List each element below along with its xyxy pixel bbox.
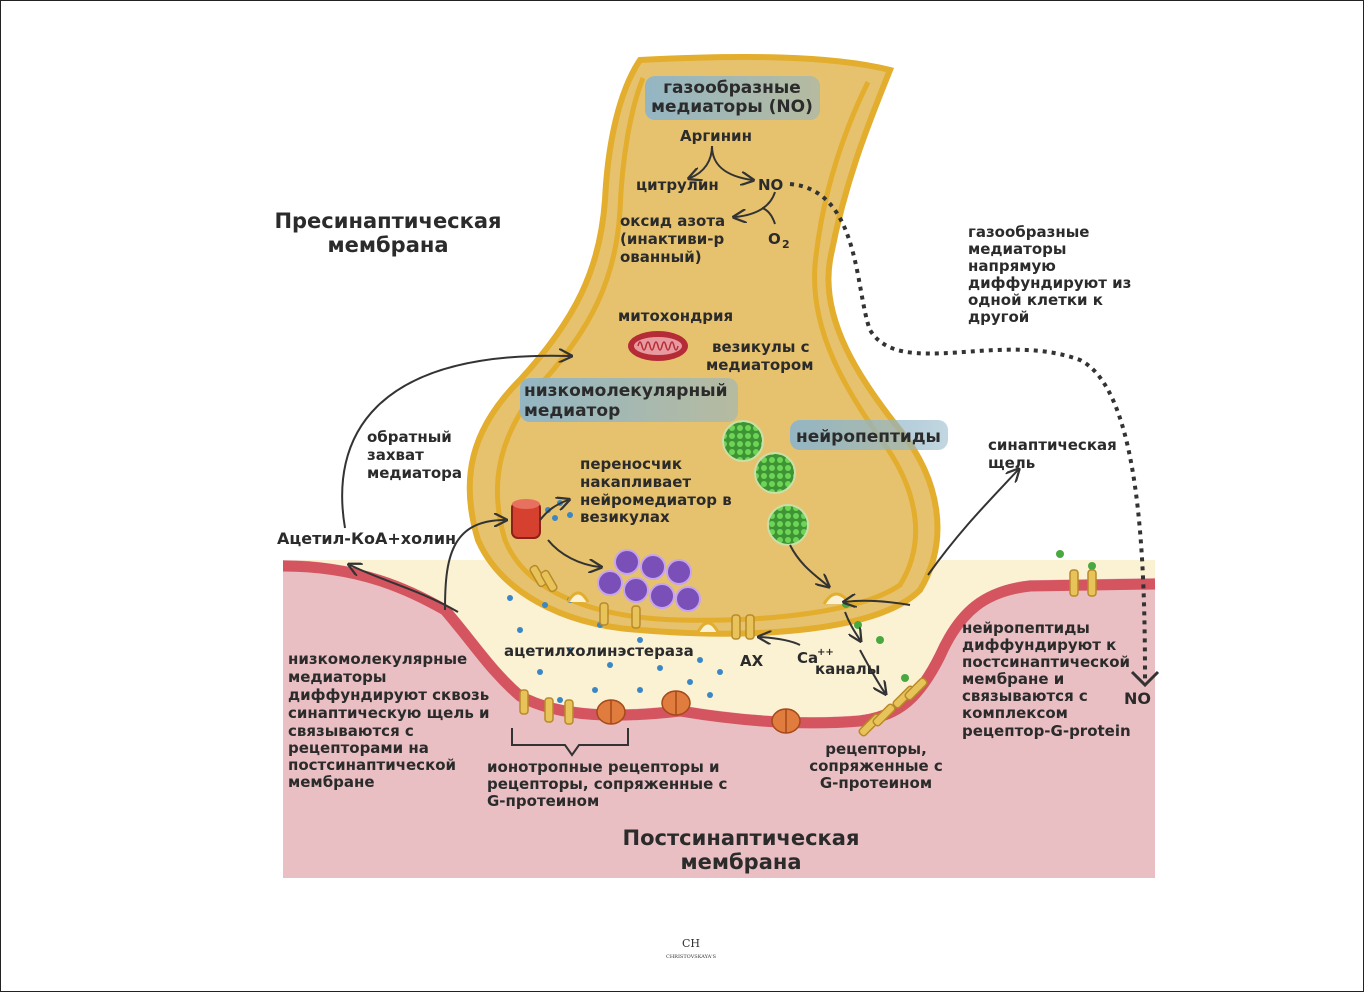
neuropeptide-vesicles bbox=[722, 420, 809, 546]
svg-text:синаптическую щель и: синаптическую щель и bbox=[288, 704, 490, 722]
svg-text:связываются с: связываются с bbox=[962, 687, 1088, 705]
svg-text:везикулах: везикулах bbox=[580, 508, 670, 526]
tag-low-molecular-bg bbox=[520, 378, 738, 422]
svg-text:рецепторами на: рецепторами на bbox=[288, 739, 429, 757]
svg-text:цитрулин: цитрулин bbox=[636, 176, 719, 194]
label-g-receptors: рецепторы, сопряженные с G-протеином bbox=[809, 740, 943, 792]
svg-text:связываются с: связываются с bbox=[288, 722, 414, 740]
svg-text:G-протеином: G-протеином bbox=[487, 792, 599, 810]
svg-text:рецептор-G-protein: рецептор-G-protein bbox=[962, 722, 1131, 740]
svg-text:постсинаптической: постсинаптической bbox=[962, 653, 1130, 671]
svg-text:каналы: каналы bbox=[815, 660, 880, 678]
no-arrowhead bbox=[1130, 670, 1160, 688]
process-arrows bbox=[341, 356, 1018, 757]
label-acetyl-coa: Ацетил-КоА+холин bbox=[277, 529, 456, 548]
label-no-post: NO bbox=[1124, 689, 1151, 708]
synaptic-cleft-area bbox=[283, 560, 1155, 717]
label-ionotropic: ионотропные рецепторы и рецепторы, сопря… bbox=[487, 758, 727, 810]
svg-text:щель: щель bbox=[988, 454, 1035, 472]
svg-text:другой: другой bbox=[968, 308, 1029, 326]
svg-text:ованный): ованный) bbox=[620, 248, 702, 266]
svg-text:медиатор: медиатор bbox=[524, 401, 620, 421]
title-postsynaptic: Постсинаптическая мембрана bbox=[623, 826, 860, 874]
svg-text:газообразные: газообразные bbox=[663, 78, 801, 98]
svg-text:Постсинаптическая: Постсинаптическая bbox=[623, 826, 860, 850]
svg-text:NO: NO bbox=[758, 176, 783, 194]
svg-text:++: ++ bbox=[817, 647, 834, 658]
svg-text:нейромедиатор в: нейромедиатор в bbox=[580, 491, 732, 509]
svg-text:везикулы с: везикулы с bbox=[712, 338, 810, 356]
svg-text:мембране и: мембране и bbox=[962, 670, 1064, 688]
svg-text:диффундируют сквозь: диффундируют сквозь bbox=[288, 686, 489, 704]
label-vesicles: везикулы с медиатором bbox=[706, 338, 813, 374]
svg-text:медиаторы (NO): медиаторы (NO) bbox=[651, 97, 813, 117]
svg-text:переносчик: переносчик bbox=[580, 455, 682, 473]
svg-text:Пресинаптическая: Пресинаптическая bbox=[274, 209, 501, 233]
title-presynaptic: Пресинаптическая мембрана bbox=[274, 209, 501, 257]
svg-text:рецепторы,: рецепторы, bbox=[825, 740, 927, 758]
svg-text:медиатора: медиатора bbox=[367, 464, 462, 482]
svg-text:(инактиви-р: (инактиви-р bbox=[620, 230, 724, 248]
svg-text:оксид азота: оксид азота bbox=[620, 212, 725, 230]
no-pathway-arrows bbox=[690, 145, 776, 225]
label-ca-channels: Ca ++ каналы bbox=[797, 647, 880, 678]
transporter bbox=[511, 499, 541, 539]
tag-gaseous-bg bbox=[645, 76, 820, 120]
svg-text:диффундируют к: диффундируют к bbox=[962, 636, 1116, 654]
svg-text:диффундируют из: диффундируют из bbox=[968, 274, 1131, 292]
svg-text:постсинаптической: постсинаптической bbox=[288, 756, 456, 774]
svg-text:мембране: мембране bbox=[288, 773, 375, 791]
label-transporter: переносчик накапливает нейромедиатор в в… bbox=[580, 455, 732, 526]
svg-text:мембрана: мембрана bbox=[680, 850, 801, 874]
svg-text:синаптическая: синаптическая bbox=[988, 436, 1117, 454]
svg-text:CHRISTOVSKAYA'S: CHRISTOVSKAYA'S bbox=[666, 954, 717, 960]
label-neuropep-diffuse: нейропептиды диффундируют к постсинаптич… bbox=[962, 619, 1131, 740]
svg-text:комплексом: комплексом bbox=[962, 704, 1068, 722]
svg-text:низкомолекулярные: низкомолекулярные bbox=[288, 650, 467, 668]
label-synaptic-cleft: синаптическая щель bbox=[988, 436, 1117, 472]
receptors bbox=[519, 564, 1097, 737]
svg-text:напрямую: напрямую bbox=[968, 257, 1056, 275]
label-acetylcholinesterase: ацетилхолинэстераза bbox=[504, 642, 694, 660]
svg-text:рецепторы, сопряженные с: рецепторы, сопряженные с bbox=[487, 775, 727, 793]
mitochondrion bbox=[628, 331, 688, 361]
svg-text:медиатором: медиатором bbox=[706, 356, 813, 374]
svg-text:накапливает: накапливает bbox=[580, 473, 691, 491]
svg-text:газообразные: газообразные bbox=[968, 223, 1089, 241]
mediator-vesicles bbox=[597, 549, 701, 612]
svg-text:CH: CH bbox=[682, 937, 700, 950]
label-low-mol-diffuse: низкомолекулярные медиаторы диффундируют… bbox=[288, 650, 490, 791]
svg-text:низкомолекулярный: низкомолекулярный bbox=[524, 381, 728, 401]
tag-neuropeptides: нейропептиды bbox=[796, 427, 941, 447]
tag-gaseous: газообразные медиаторы (NO) bbox=[651, 78, 813, 117]
svg-text:Ca: Ca bbox=[797, 649, 818, 667]
label-mitochondria: митохондрия bbox=[618, 307, 733, 325]
label-gas-diffuse: газообразные медиаторы напрямую диффунди… bbox=[968, 223, 1131, 326]
svg-text:одной клетки к: одной клетки к bbox=[968, 291, 1103, 309]
no-pathway-labels: Аргинин цитрулин NO оксид азота (инактив… bbox=[620, 127, 790, 266]
svg-text:захват: захват bbox=[367, 446, 424, 464]
exocytosis-sites bbox=[566, 591, 852, 633]
tag-neuropeptides-bg bbox=[790, 420, 948, 450]
svg-text:Аргинин: Аргинин bbox=[680, 127, 752, 145]
svg-text:медиаторы: медиаторы bbox=[288, 668, 386, 686]
svg-text:мембрана: мембрана bbox=[327, 233, 448, 257]
svg-text:нейропептиды: нейропептиды bbox=[962, 619, 1090, 637]
svg-text:сопряженные с: сопряженные с bbox=[809, 757, 943, 775]
svg-text:обратный: обратный bbox=[367, 428, 452, 446]
svg-text:G-протеином: G-протеином bbox=[820, 774, 932, 792]
svg-text:2: 2 bbox=[782, 238, 790, 251]
presynaptic-terminal bbox=[466, 54, 941, 637]
label-reuptake: обратный захват медиатора bbox=[367, 428, 462, 482]
label-ax: АХ bbox=[740, 652, 764, 670]
svg-text:ионотропные рецепторы и: ионотропные рецепторы и bbox=[487, 758, 720, 776]
no-diffusion-path bbox=[789, 182, 1147, 681]
svg-text:O: O bbox=[768, 230, 781, 248]
svg-text:медиаторы: медиаторы bbox=[968, 240, 1066, 258]
tag-low-molecular: низкомолекулярный медиатор bbox=[524, 381, 728, 421]
logo: CH CHRISTOVSKAYA'S bbox=[666, 937, 717, 960]
